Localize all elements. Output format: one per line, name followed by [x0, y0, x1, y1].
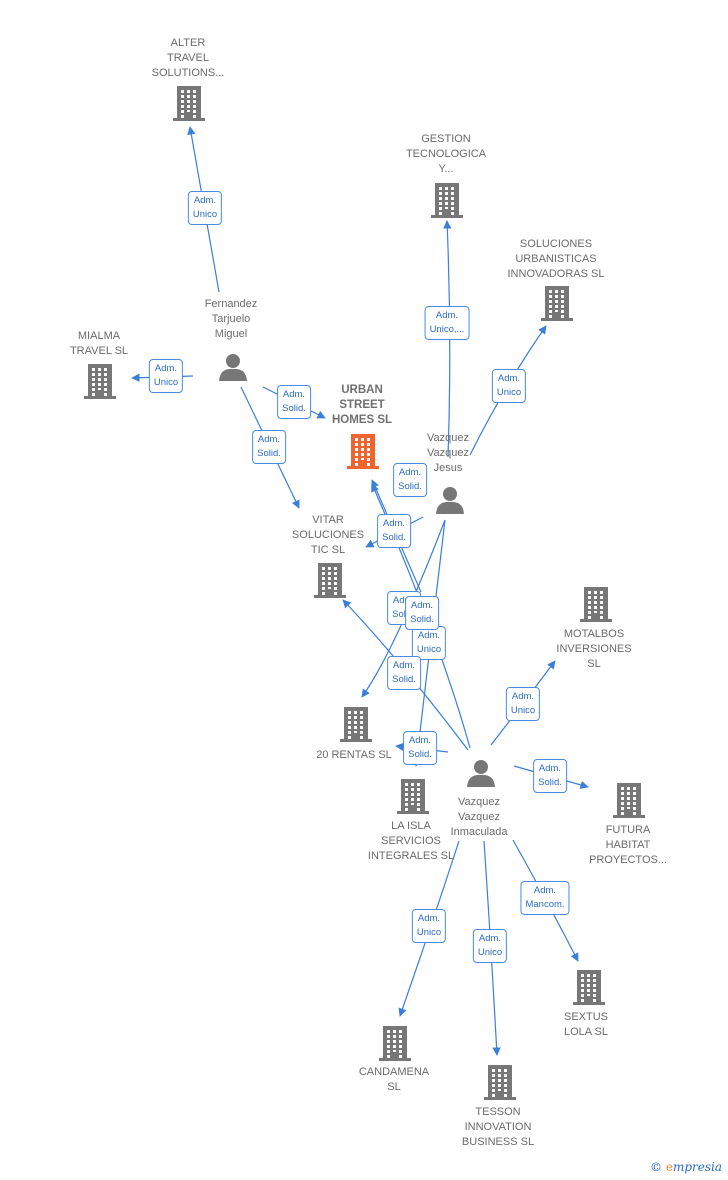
copyright-symbol: © — [650, 1160, 662, 1174]
node-label-gestion[interactable]: GESTION TECNOLOGICA Y... — [405, 133, 487, 175]
edge-label-inmaculada-to-tesson[interactable]: Adm. Unico — [472, 929, 508, 963]
edge-label-jesus-to-urban[interactable]: Adm. Solid. — [393, 463, 427, 497]
edge-jesus-to-rentas — [361, 519, 446, 698]
node-label-vitar[interactable]: VITAR SOLUCIONES TIC SL — [291, 514, 365, 556]
building-icon-futura[interactable] — [613, 783, 645, 818]
building-icon-rentas[interactable] — [340, 707, 372, 742]
building-icon-urban[interactable] — [347, 434, 379, 469]
edge-label-inmaculada-to-candamena[interactable]: Adm. Unico — [411, 909, 447, 943]
edge-label-fernandez-to-alter[interactable]: Adm. Unico — [187, 191, 223, 225]
edge-label-inmaculada-to-sextus[interactable]: Adm. Mancom. — [520, 881, 570, 915]
node-label-soluciones[interactable]: SOLUCIONES URBANISTICAS INNOVADORAS SL — [507, 238, 605, 280]
edge-label-jesus-to-soluciones[interactable]: Adm. Unico — [491, 369, 527, 403]
node-label-mialma[interactable]: MIALMA TRAVEL SL — [69, 330, 129, 357]
building-icon-alter[interactable] — [173, 86, 205, 121]
node-label-alter[interactable]: ALTER TRAVEL SOLUTIONS... — [151, 37, 225, 79]
watermark-initial: e — [665, 1160, 673, 1174]
edge-label-fernandez-to-mialma[interactable]: Adm. Unico — [148, 359, 184, 393]
building-icon-laisla[interactable] — [397, 779, 429, 814]
node-label-sextus[interactable]: SEXTUS LOLA SL — [563, 1011, 609, 1038]
node-label-laisla[interactable]: LA ISLA SERVICIOS INTEGRALES SL — [367, 820, 455, 862]
building-icon-mialma[interactable] — [84, 364, 116, 399]
node-label-rentas[interactable]: 20 RENTAS SL — [316, 749, 392, 761]
node-label-inmaculada[interactable]: Vazquez Vazquez Inmaculada — [450, 796, 508, 838]
building-icon-gestion[interactable] — [431, 183, 463, 218]
edge-label-jesus-to-gestion[interactable]: Adm. Unico,... — [424, 306, 470, 340]
person-icon-inmaculada[interactable] — [467, 760, 495, 787]
node-label-urban[interactable]: URBAN STREET HOMES SL — [331, 384, 393, 426]
building-icon-sextus[interactable] — [573, 970, 605, 1005]
edge-label-fernandez-to-vitar[interactable]: Adm. Solid. — [252, 430, 286, 464]
person-icon-jesus[interactable] — [436, 487, 464, 514]
person-icon-fernandez[interactable] — [219, 354, 247, 381]
node-label-candamena[interactable]: CANDAMENA SL — [358, 1066, 430, 1093]
node-label-motalbos[interactable]: MOTALBOS INVERSIONES SL — [556, 628, 632, 670]
building-icon-motalbos[interactable] — [580, 587, 612, 622]
node-label-futura[interactable]: FUTURA HABITAT PROYECTOS... — [588, 824, 668, 866]
building-icon-candamena[interactable] — [379, 1026, 411, 1061]
edge-label-inmaculada-to-futura[interactable]: Adm. Solid. — [533, 759, 567, 793]
building-icon-tesson[interactable] — [484, 1065, 516, 1100]
edge-label-inmaculada-to-vitar[interactable]: Adm. Solid. — [387, 656, 421, 690]
edge-label-inmaculada-to-motalbos[interactable]: Adm. Unico — [505, 687, 541, 721]
watermark-text: mpresia — [672, 1160, 722, 1174]
edge-label-fernandez-to-urban[interactable]: Adm. Solid. — [277, 385, 311, 419]
empresia-watermark: © empresia — [650, 1160, 722, 1174]
edge-label-jesus-to-laisla[interactable]: Adm. Unico — [411, 626, 447, 660]
edge-label-jesus-to-vitar[interactable]: Adm. Solid. — [377, 514, 411, 548]
building-icon-soluciones[interactable] — [541, 286, 573, 321]
edge-label-inmaculada-to-urban[interactable]: Adm. Solid. — [405, 596, 439, 630]
building-icon-vitar[interactable] — [314, 563, 346, 598]
edge-label-inmaculada-to-rentas[interactable]: Adm. Solid. — [403, 731, 437, 765]
node-label-fernandez[interactable]: Fernandez Tarjuelo Miguel — [204, 298, 258, 340]
node-label-tesson[interactable]: TESSON INNOVATION BUSINESS SL — [461, 1106, 535, 1148]
node-label-jesus[interactable]: Vazquez Vazquez Jesus — [427, 432, 469, 474]
